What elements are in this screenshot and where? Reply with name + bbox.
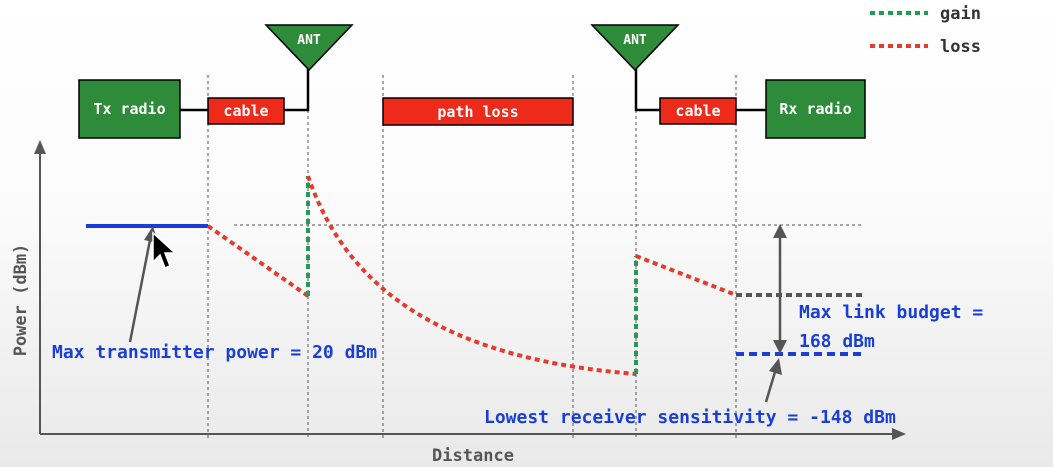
tx-radio-block: Tx radio: [78, 79, 181, 139]
y-axis-arrow-icon: [34, 140, 46, 154]
path-loss-label: path loss: [437, 103, 518, 121]
path-loss-curve: [306, 175, 637, 376]
rx-antenna: ANT: [590, 24, 680, 72]
x-axis-label: Distance: [432, 446, 514, 466]
wires: [180, 68, 766, 112]
annotation-pointers: [128, 226, 782, 403]
guide-lines: [207, 75, 737, 440]
axes: [34, 140, 906, 440]
rx-sensitivity-pointer-arrow-icon: [769, 358, 782, 375]
tx-cable-block: cable: [207, 97, 285, 125]
tx-radio-label: Tx radio: [93, 100, 165, 118]
link-budget-arrow: [773, 224, 787, 354]
rx-sensitivity-annotation: Lowest receiver sensitivity = -148 dBm: [484, 407, 896, 428]
rx-cable-block: cable: [659, 97, 737, 125]
link-budget-annotation-line1: Max link budget =: [799, 302, 983, 323]
path-loss-block: path loss: [382, 97, 574, 126]
legend: gain loss: [870, 4, 981, 57]
mouse-cursor-icon: [152, 231, 177, 269]
legend-gain-label: gain: [940, 4, 981, 24]
tx-antenna-icon: [264, 24, 354, 72]
rx-radio-label: Rx radio: [779, 100, 851, 118]
rx-antenna-icon: [590, 24, 680, 72]
tx-cable-label: cable: [223, 102, 268, 120]
link-budget-annotation-line2: 168 dBm: [799, 331, 875, 352]
x-axis-arrow-icon: [892, 428, 906, 440]
rx-cable-loss-segment: [635, 254, 737, 297]
legend-loss-label: loss: [940, 37, 981, 57]
rx-cable-label: cable: [675, 102, 720, 120]
tx-antenna-label: ANT: [297, 33, 321, 48]
rx-antenna-label: ANT: [623, 33, 647, 48]
tx-cable-loss-segment: [206, 224, 310, 298]
max-tx-power-annotation: Max transmitter power = 20 dBm: [52, 342, 377, 363]
tx-antenna: ANT: [264, 24, 354, 72]
y-axis-label: Power (dBm): [11, 244, 31, 357]
rx-radio-block: Rx radio: [765, 79, 866, 139]
